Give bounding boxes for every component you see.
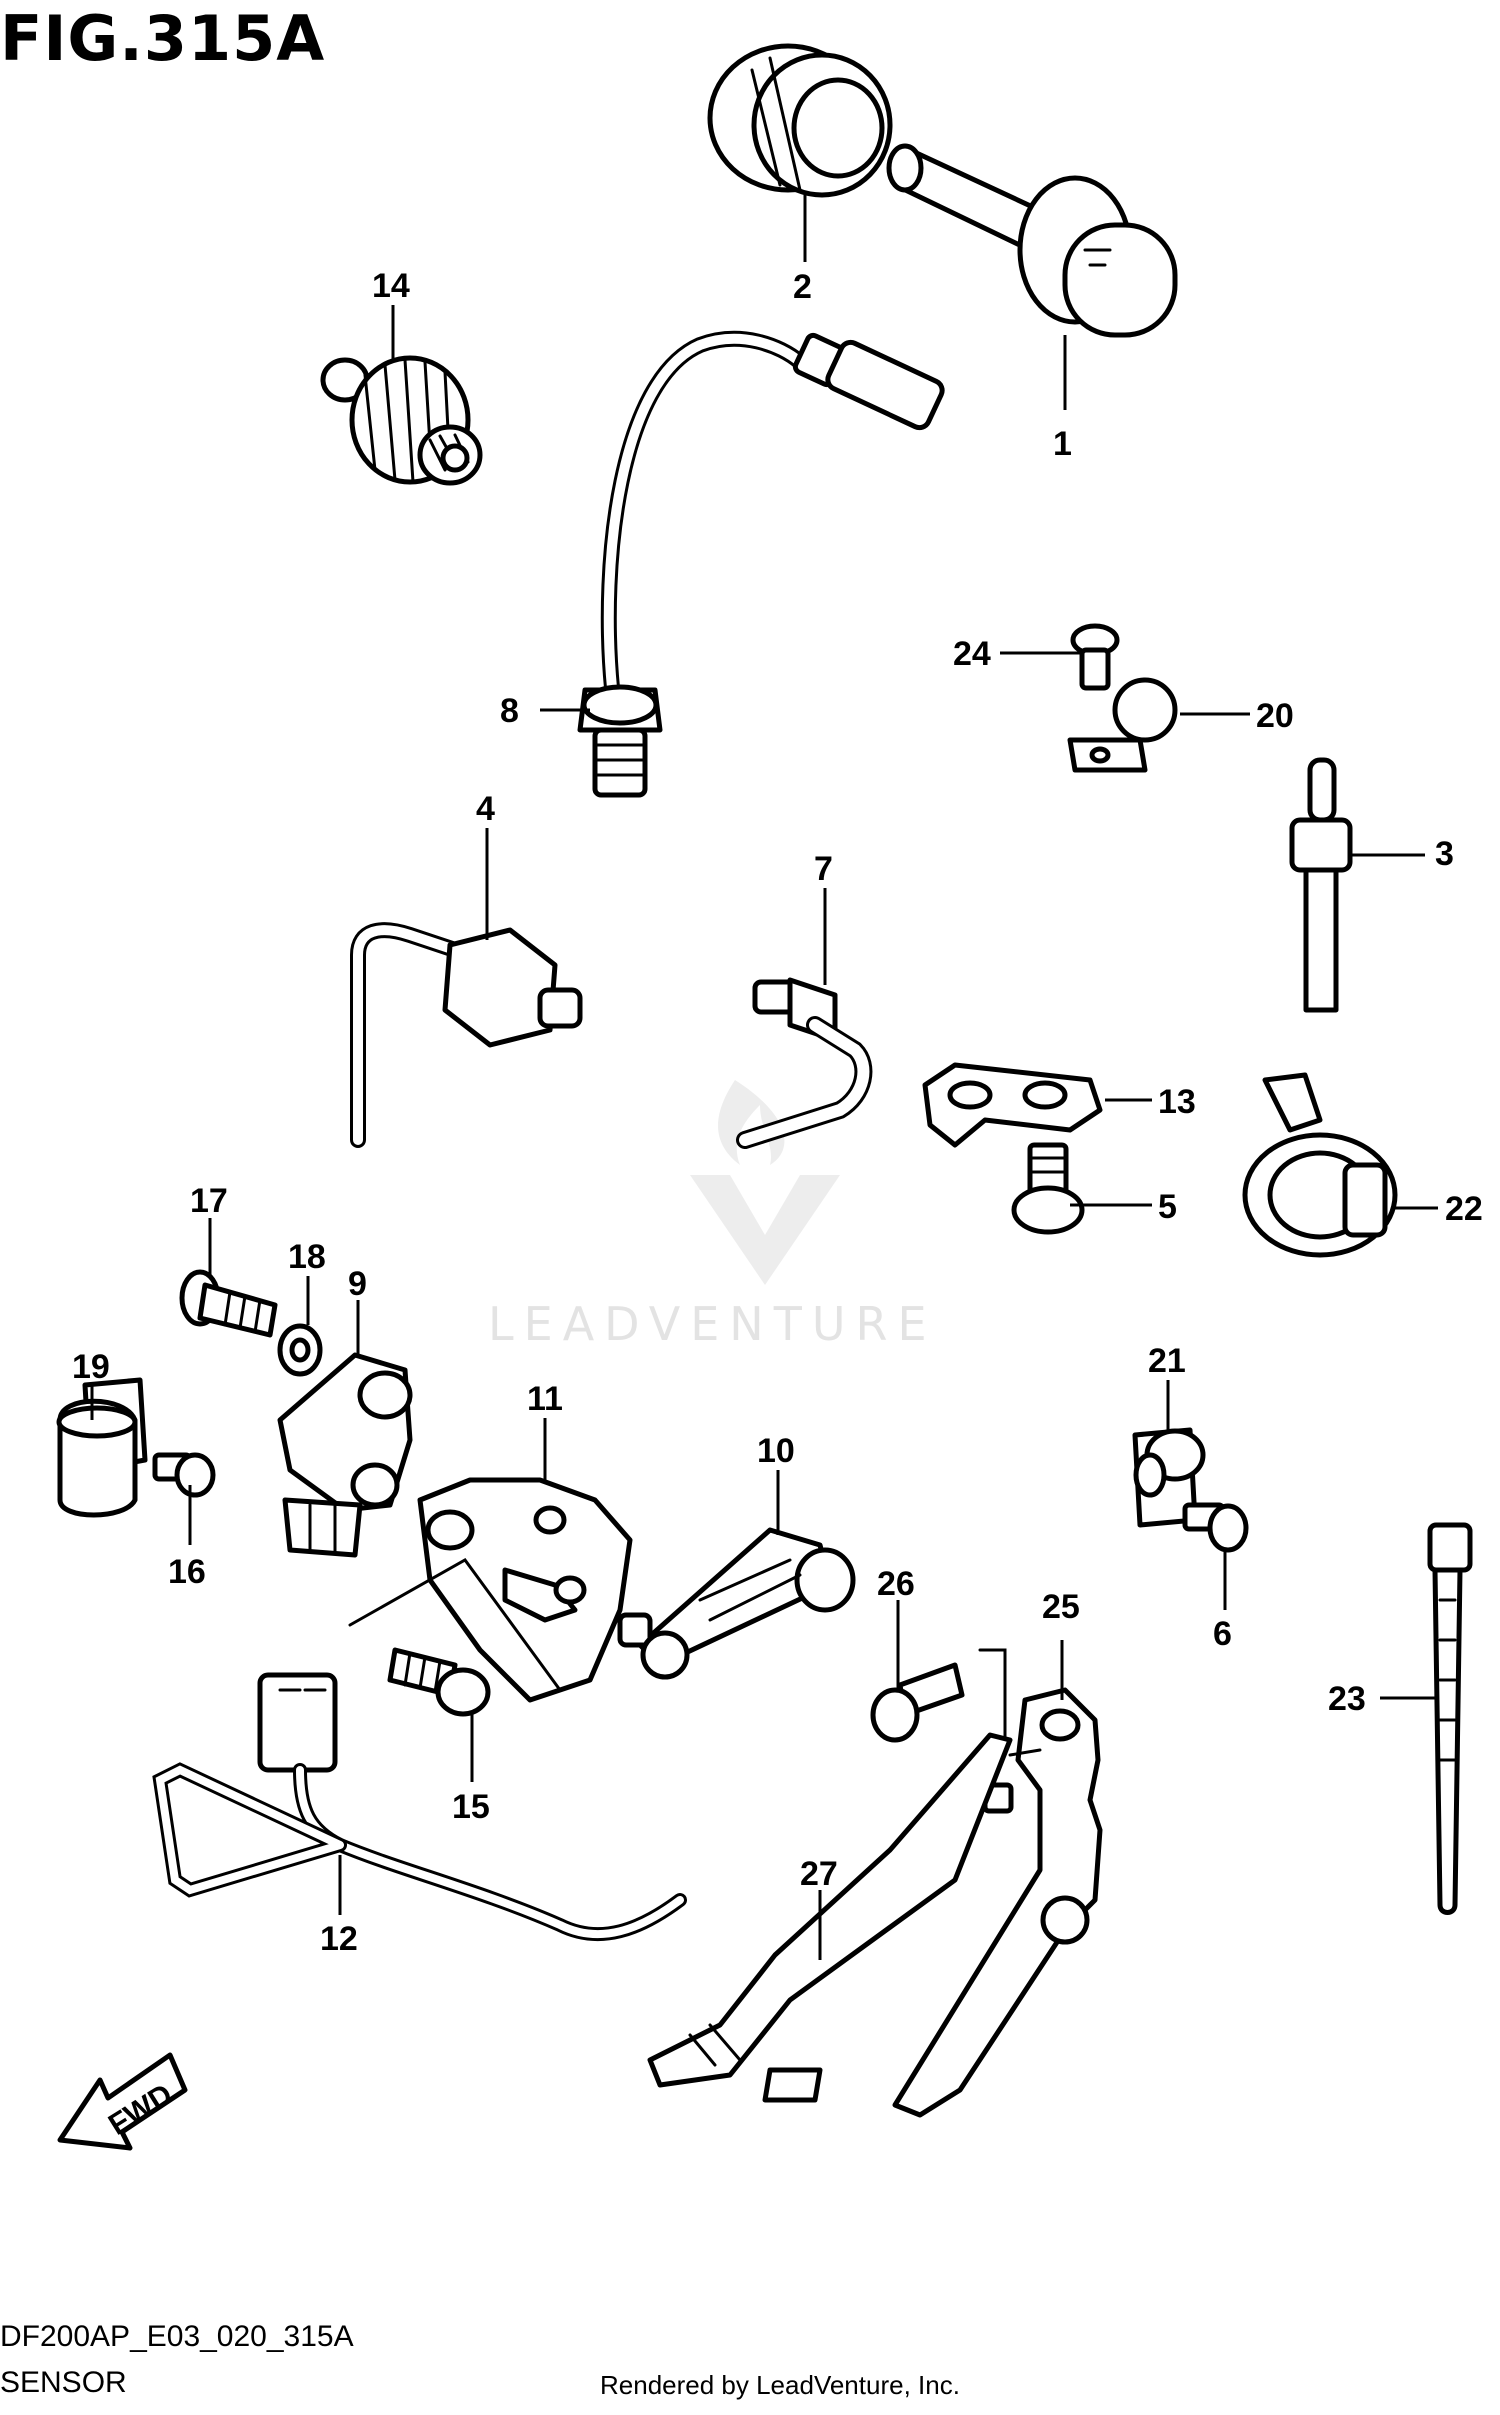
callout-18: 18 bbox=[288, 1238, 326, 1276]
callout-20: 20 bbox=[1256, 697, 1294, 735]
part-24-bolt[interactable] bbox=[1070, 623, 1120, 691]
figure-title: FIG.315A bbox=[0, 2, 326, 75]
part-19-clamp[interactable] bbox=[56, 1377, 148, 1518]
part-26-bolt[interactable] bbox=[870, 1662, 965, 1743]
part-23-cable-tie[interactable] bbox=[1427, 1522, 1473, 1915]
watermark-text: LEADVENTURE bbox=[488, 1297, 937, 1351]
part-25-bracket[interactable] bbox=[892, 1687, 1103, 2118]
fwd-arrow: FWD bbox=[57, 2052, 188, 2151]
callout-23: 23 bbox=[1328, 1680, 1366, 1718]
part-27-arm[interactable] bbox=[647, 1732, 1013, 2103]
part-11-bracket[interactable] bbox=[417, 1477, 633, 1703]
callout-22: 22 bbox=[1445, 1190, 1483, 1228]
callout-15: 15 bbox=[452, 1788, 490, 1826]
part-17-bolt[interactable] bbox=[179, 1269, 278, 1338]
part-25-leader-lines bbox=[978, 1648, 1042, 1757]
callout-10: 10 bbox=[757, 1432, 795, 1470]
part-1-sensor[interactable] bbox=[886, 143, 1178, 338]
leader-lines bbox=[90, 192, 1438, 1960]
part-5-bolt[interactable] bbox=[1011, 1142, 1085, 1235]
callout-3: 3 bbox=[1435, 835, 1454, 873]
part-10-lever[interactable] bbox=[617, 1527, 856, 1680]
callout-14: 14 bbox=[372, 267, 410, 305]
callout-13: 13 bbox=[1158, 1083, 1196, 1121]
part-14-pressure-switch[interactable] bbox=[320, 355, 483, 486]
callout-26: 26 bbox=[877, 1565, 915, 1603]
callout-9: 9 bbox=[348, 1265, 367, 1303]
callout-4: 4 bbox=[476, 790, 495, 828]
part-6-bolt[interactable] bbox=[1182, 1502, 1249, 1553]
part-13-plate[interactable] bbox=[922, 1062, 1103, 1148]
part-15-bolt[interactable] bbox=[387, 1647, 491, 1717]
figure-code: DF200AP_E03_020_315A bbox=[0, 2320, 354, 2353]
part-3-temp-sensor[interactable] bbox=[1289, 757, 1353, 1013]
callout-1: 1 bbox=[1053, 425, 1072, 463]
part-12-harness[interactable] bbox=[152, 1672, 687, 1942]
callout-27: 27 bbox=[800, 1855, 838, 1893]
figure-name: SENSOR bbox=[0, 2366, 127, 2399]
callout-6: 6 bbox=[1213, 1615, 1232, 1653]
callout-numbers: 1 2 3 4 5 6 7 8 9 10 11 12 13 14 15 16 1… bbox=[72, 267, 1483, 1958]
callout-24: 24 bbox=[953, 635, 991, 673]
part-2-grommet[interactable] bbox=[707, 43, 893, 198]
callout-2: 2 bbox=[793, 268, 812, 306]
part-4-sensor[interactable] bbox=[350, 922, 583, 1148]
callout-5: 5 bbox=[1158, 1188, 1177, 1226]
callout-12: 12 bbox=[320, 1920, 358, 1958]
part-9-sensor[interactable] bbox=[277, 1352, 413, 1558]
callout-25: 25 bbox=[1042, 1588, 1080, 1626]
part-20-clamp[interactable] bbox=[1067, 677, 1178, 773]
callout-17: 17 bbox=[190, 1182, 228, 1220]
part-8-sensor-harness[interactable] bbox=[577, 330, 945, 798]
part-7-sensor[interactable] bbox=[736, 977, 873, 1149]
part-11-leader-lines bbox=[348, 1558, 562, 1692]
callout-19: 19 bbox=[72, 1348, 110, 1386]
callout-16: 16 bbox=[168, 1553, 206, 1591]
callout-21: 21 bbox=[1148, 1342, 1186, 1380]
callout-7: 7 bbox=[814, 850, 833, 888]
callout-11: 11 bbox=[527, 1380, 563, 1418]
render-credit: Rendered by LeadVenture, Inc. bbox=[600, 2370, 960, 2400]
part-16-bolt[interactable] bbox=[152, 1452, 216, 1498]
part-22-clamp[interactable] bbox=[1242, 1072, 1398, 1258]
watermark-logo bbox=[690, 1080, 840, 1285]
part-18-washer[interactable] bbox=[277, 1323, 323, 1377]
callout-8: 8 bbox=[500, 692, 519, 730]
